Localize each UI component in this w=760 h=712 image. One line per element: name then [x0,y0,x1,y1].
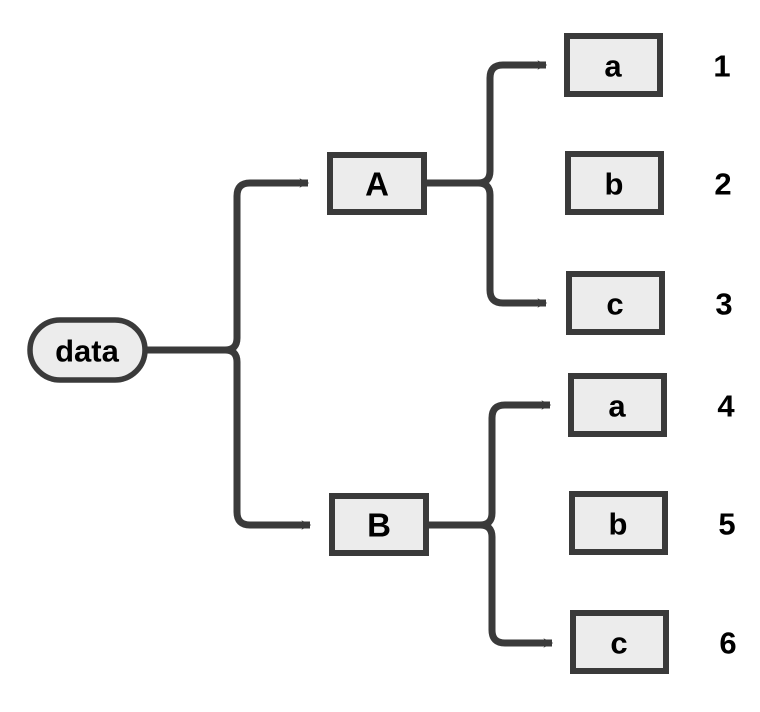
index-label-2: 2 [714,167,731,202]
edge-data-to-b [224,346,312,530]
nodes-group: data A B a 1 b 2 [27,33,737,674]
leaf-node-b2[interactable]: b [569,491,668,555]
node-a-shape [327,152,427,215]
node-b[interactable]: B [329,493,429,556]
index-label-1: 1 [713,49,730,84]
leaf-node-a2-label: b [605,167,624,202]
edge-b-to-leaf-a [479,400,552,529]
leaf-node-a1-label: a [604,49,622,84]
node-a[interactable]: A [327,152,427,215]
leaf-node-a1-shape [564,33,663,97]
edge-a-to-leaf-a [477,60,548,187]
leaf-node-b2-label: b [609,507,628,542]
leaf-node-a3-label: c [606,287,623,322]
leaf-node-b1[interactable]: a [568,373,667,437]
leaf-node-a3[interactable]: c [566,271,665,335]
leaf-node-b3-label: c [610,626,627,661]
leaf-node-b3[interactable]: c [570,610,669,674]
node-data[interactable]: data [27,317,148,383]
node-data-label: data [55,334,120,369]
edge-a-to-leaf-c [477,179,548,308]
node-b-shape [329,493,429,556]
leaf-node-a1[interactable]: a [564,33,663,97]
index-label-5: 5 [718,507,735,542]
node-a-label: A [365,166,389,203]
node-data-shape [27,317,148,383]
index-label-3: 3 [715,287,732,322]
edge-data-to-a [224,178,310,354]
index-label-4: 4 [717,389,735,424]
edges-group [146,60,554,648]
leaf-node-b2-shape [569,491,668,555]
leaf-node-b1-label: a [608,389,626,424]
node-b-label: B [367,507,391,544]
leaf-node-a3-shape [566,271,665,335]
leaf-node-b1-shape [568,373,667,437]
index-label-6: 6 [719,626,736,661]
edge-b-to-leaf-c [479,521,554,648]
leaf-node-a2-shape [565,151,664,215]
leaf-node-b3-shape [570,610,669,674]
leaf-node-a2[interactable]: b [565,151,664,215]
